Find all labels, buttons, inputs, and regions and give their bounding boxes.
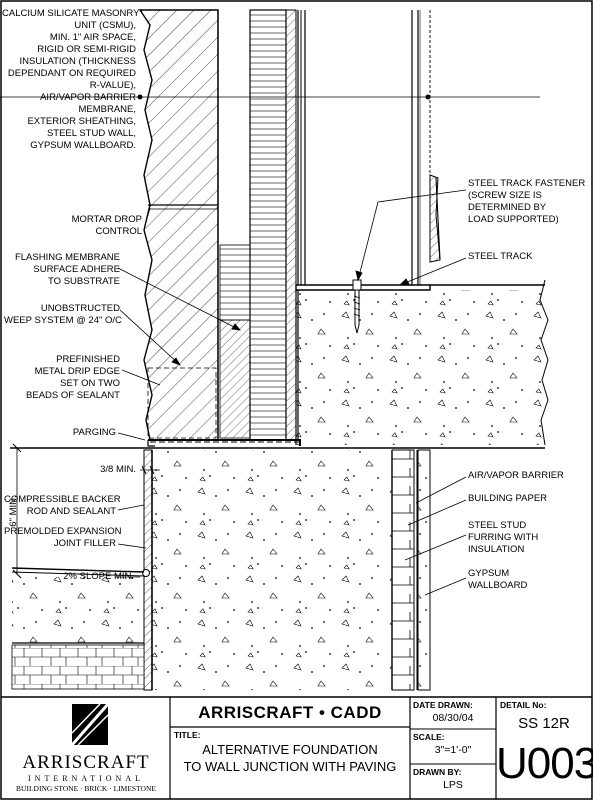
label-line: METAL DRIP EDGE [34,366,120,377]
label-csmu: CALCIUM SILICATE MASONRY UNIT (CSMU), MI… [2,8,140,152]
label-paper: BUILDING PAPER [468,493,548,504]
label-line: STEEL STUD [468,520,527,531]
label-gypsum: GYPSUM WALLBOARD [468,568,527,592]
label-line: FLASHING MEMBRANE [14,252,120,263]
label-line: (SCREW SIZE IS [468,190,542,201]
title-label: TITLE: [174,730,201,740]
label-line: MORTAR DROP [71,214,142,225]
logo-tagline: BUILDING STONE · BRICK · LIMESTONE [16,784,156,793]
date-value: 08/30/04 [432,712,474,724]
label-line: SURFACE ADHERE [33,264,120,275]
label-line: PREFINISHED [56,354,120,365]
label-line: INSULATION (THICKNESS [19,56,136,67]
label-line: PREMOLDED EXPANSION [4,526,122,537]
label-line: INSULATION [468,544,525,555]
label-line: MEMBRANE, [78,104,136,115]
paving-base [12,577,144,643]
label-flashing: FLASHING MEMBRANE SURFACE ADHERE TO SUBS… [10,252,120,288]
drawn-by-label: DRAWN BY: [413,767,462,777]
insulation [249,9,287,441]
label-line: LOAD SUPPORTED) [468,214,559,225]
label-line: MIN. 1" AIR SPACE, [49,32,136,43]
title-block: ARRISCRAFT INTERNATIONAL BUILDING STONE … [0,697,593,800]
scale-value: 3"=1'-0" [434,744,472,756]
floor-slab [296,290,545,445]
label-line: DEPENDANT ON REQUIRED [7,68,136,79]
scale-label: SCALE: [413,732,445,742]
label-line: COMPRESSIBLE BACKER [4,494,121,505]
label-line: CONTROL [95,226,142,237]
date-label: DATE DRAWN: [413,700,473,710]
label-slope: 2% SLOPE MIN. [63,571,134,582]
label-line: R-VALUE), [89,80,136,91]
label-weep: UNOBSTRUCTED WEEP SYSTEM @ 24" O/C [4,303,122,327]
label-line: RIGID OR SEMI-RIGID [37,44,136,55]
label-line: WALLBOARD [468,580,528,591]
label-line: UNOBSTRUCTED [40,303,120,314]
label-line: STEEL STUD WALL, [46,128,136,139]
label-air-barrier: AIR/VAPOR BARRIER [468,470,564,481]
label-line: AIR/VAPOR BARRIER [40,92,136,103]
stud-furring [391,449,415,691]
drawn-by-value: LPS [443,779,463,791]
title-line: ALTERNATIVE FOUNDATION [202,742,378,757]
logo-sub: INTERNATIONAL [28,774,144,783]
label-line: WEEP SYSTEM @ 24" O/C [4,315,122,326]
mortar-drop-control [219,244,251,321]
section-drawing [0,0,593,697]
label-line: TO SUBSTRATE [48,276,120,287]
label-line: EXTERIOR SHEATHING, [27,116,136,127]
paving-units [11,644,145,690]
title-line: TO WALL JUNCTION WITH PAVING [183,759,397,774]
label-furring: STEEL STUD FURRING WITH INSULATION [468,520,538,556]
label-min-gap: 3/8 MIN. [100,464,136,475]
label-line: UNIT (CSMU), [74,20,136,31]
label-line: JOINT FILLER [53,538,116,549]
detail-number: U003 [496,739,593,788]
label-line: CALCIUM SILICATE MASONRY [2,8,140,19]
label-fastener: STEEL TRACK FASTENER (SCREW SIZE IS DETE… [468,178,585,226]
foundation-wall [152,450,392,690]
label-line: DETERMINED BY [468,202,547,213]
label-backer-rod: COMPRESSIBLE BACKER ROD AND SEALANT [4,494,121,518]
drawing-border [0,0,593,697]
label-line: GYPSUM [468,568,510,579]
label-line: BEADS OF SEALANT [26,390,120,401]
label-joint-filler: PREMOLDED EXPANSION JOINT FILLER [4,526,122,550]
leader-lines [115,189,467,596]
steel-track [295,284,431,291]
logo-mark-icon [70,703,110,746]
company-name: ARRISCRAFT • CADD [198,703,382,722]
label-drip-edge: PREFINISHED METAL DRIP EDGE SET ON TWO B… [4,354,120,402]
detail-code: SS 12R [518,715,570,732]
title-block-frame [0,697,593,800]
label-line: SET ON TWO [60,378,120,389]
logo-name: ARRISCRAFT [22,752,150,773]
label-line: STEEL TRACK FASTENER [468,178,586,189]
masonry-wall [138,9,219,441]
label-line: ROD AND SEALANT [26,506,116,517]
label-line: GYPSUM WALLBOARD. [30,140,136,151]
label-dimension: 6" MIN. [8,495,19,527]
label-mortar-drop: MORTAR DROP CONTROL [30,214,142,238]
drawing-title: ALTERNATIVE FOUNDATION TO WALL JUNCTION … [172,741,408,775]
label-line: FURRING WITH [468,532,539,543]
detail-label: DETAIL No: [500,700,547,710]
label-parging: PARGING [72,427,116,438]
gypsum-wallboard [417,449,431,691]
label-track: STEEL TRACK [468,251,533,262]
